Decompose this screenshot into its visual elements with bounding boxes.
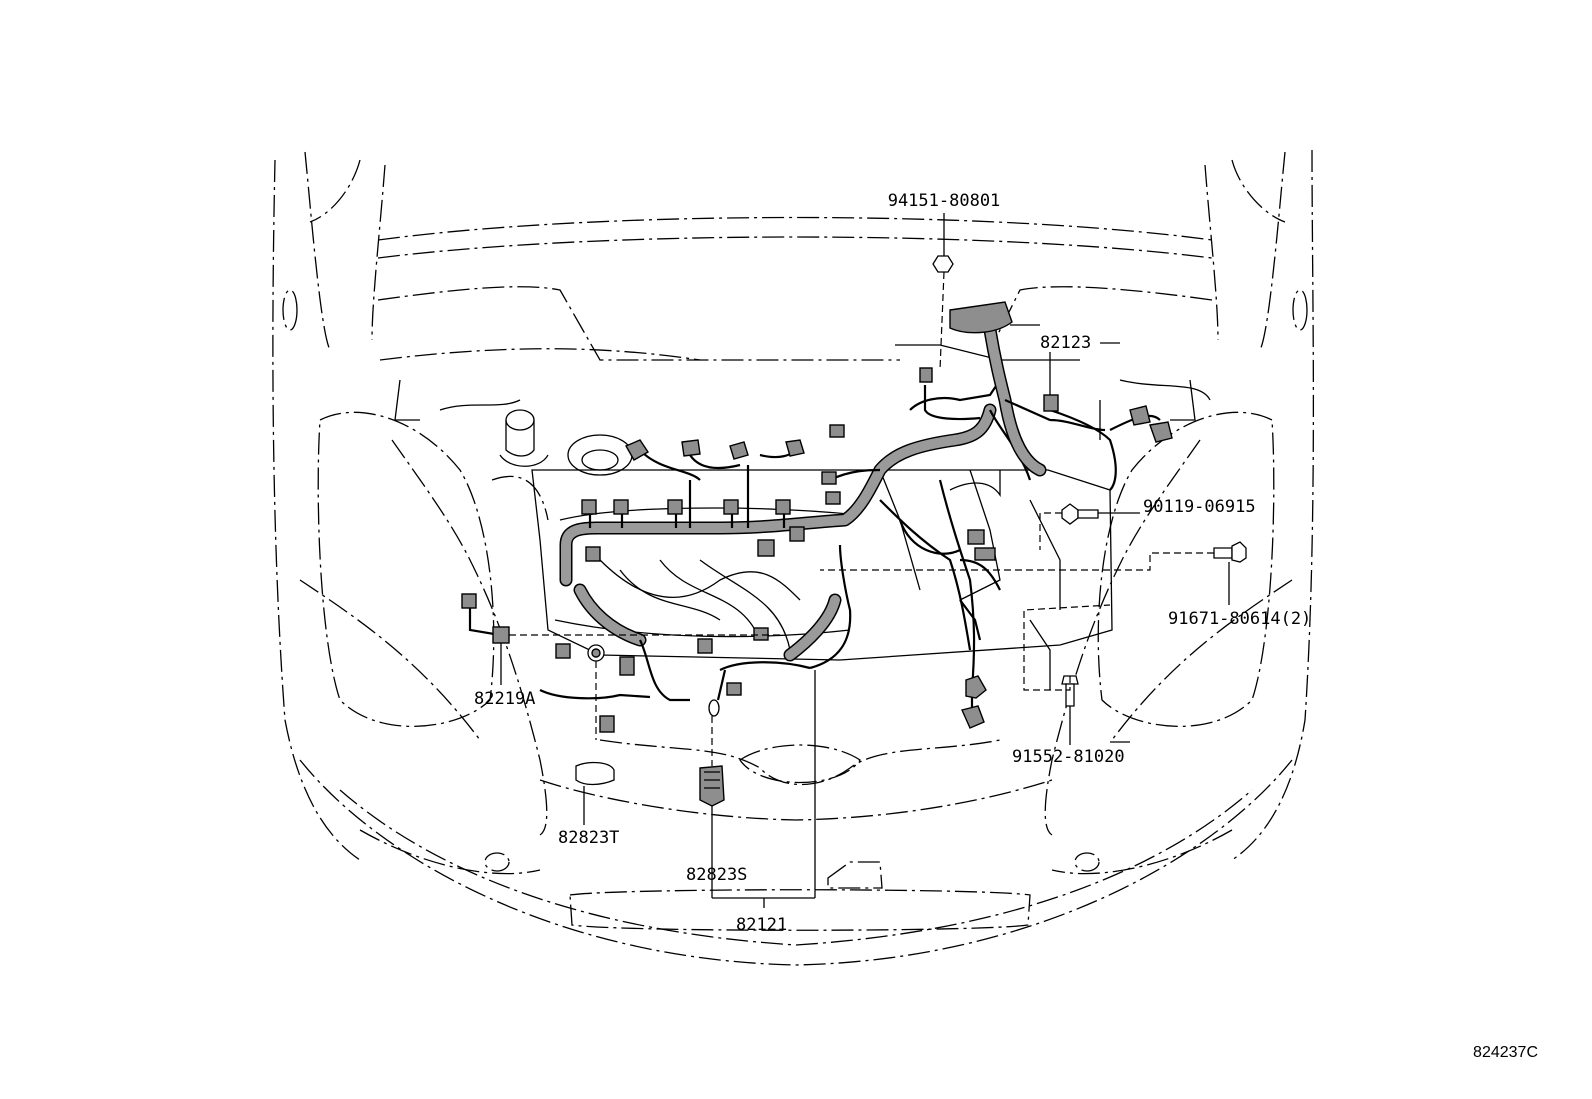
figure-number: 824237C [1473,1044,1538,1061]
label-82123: 82123 [1040,333,1091,353]
engine-wire-harness [468,379,1161,720]
connectors [461,367,1173,733]
label-82823S: 82823S [686,865,747,885]
leader-lines [500,213,1230,908]
bolt-icon [1061,503,1079,525]
label-90119-06915: 90119-06915 [1143,497,1256,517]
vehicle-body-outline [272,149,1315,966]
nut-icon [932,255,954,273]
label-94151-80801: 94151-80801 [888,191,1001,211]
label-82121: 82121 [736,915,787,935]
wire-82123 [923,301,1106,477]
part-number-labels: 94151-80801 82123 90119-06915 91671-8061… [474,191,1311,935]
hardware [575,255,1247,807]
label-91552-81020: 91552-81020 [1012,747,1125,767]
label-82823T: 82823T [558,828,619,848]
label-82219A: 82219A [474,689,535,709]
label-91671-80614: 91671-80614(2) [1168,609,1311,629]
